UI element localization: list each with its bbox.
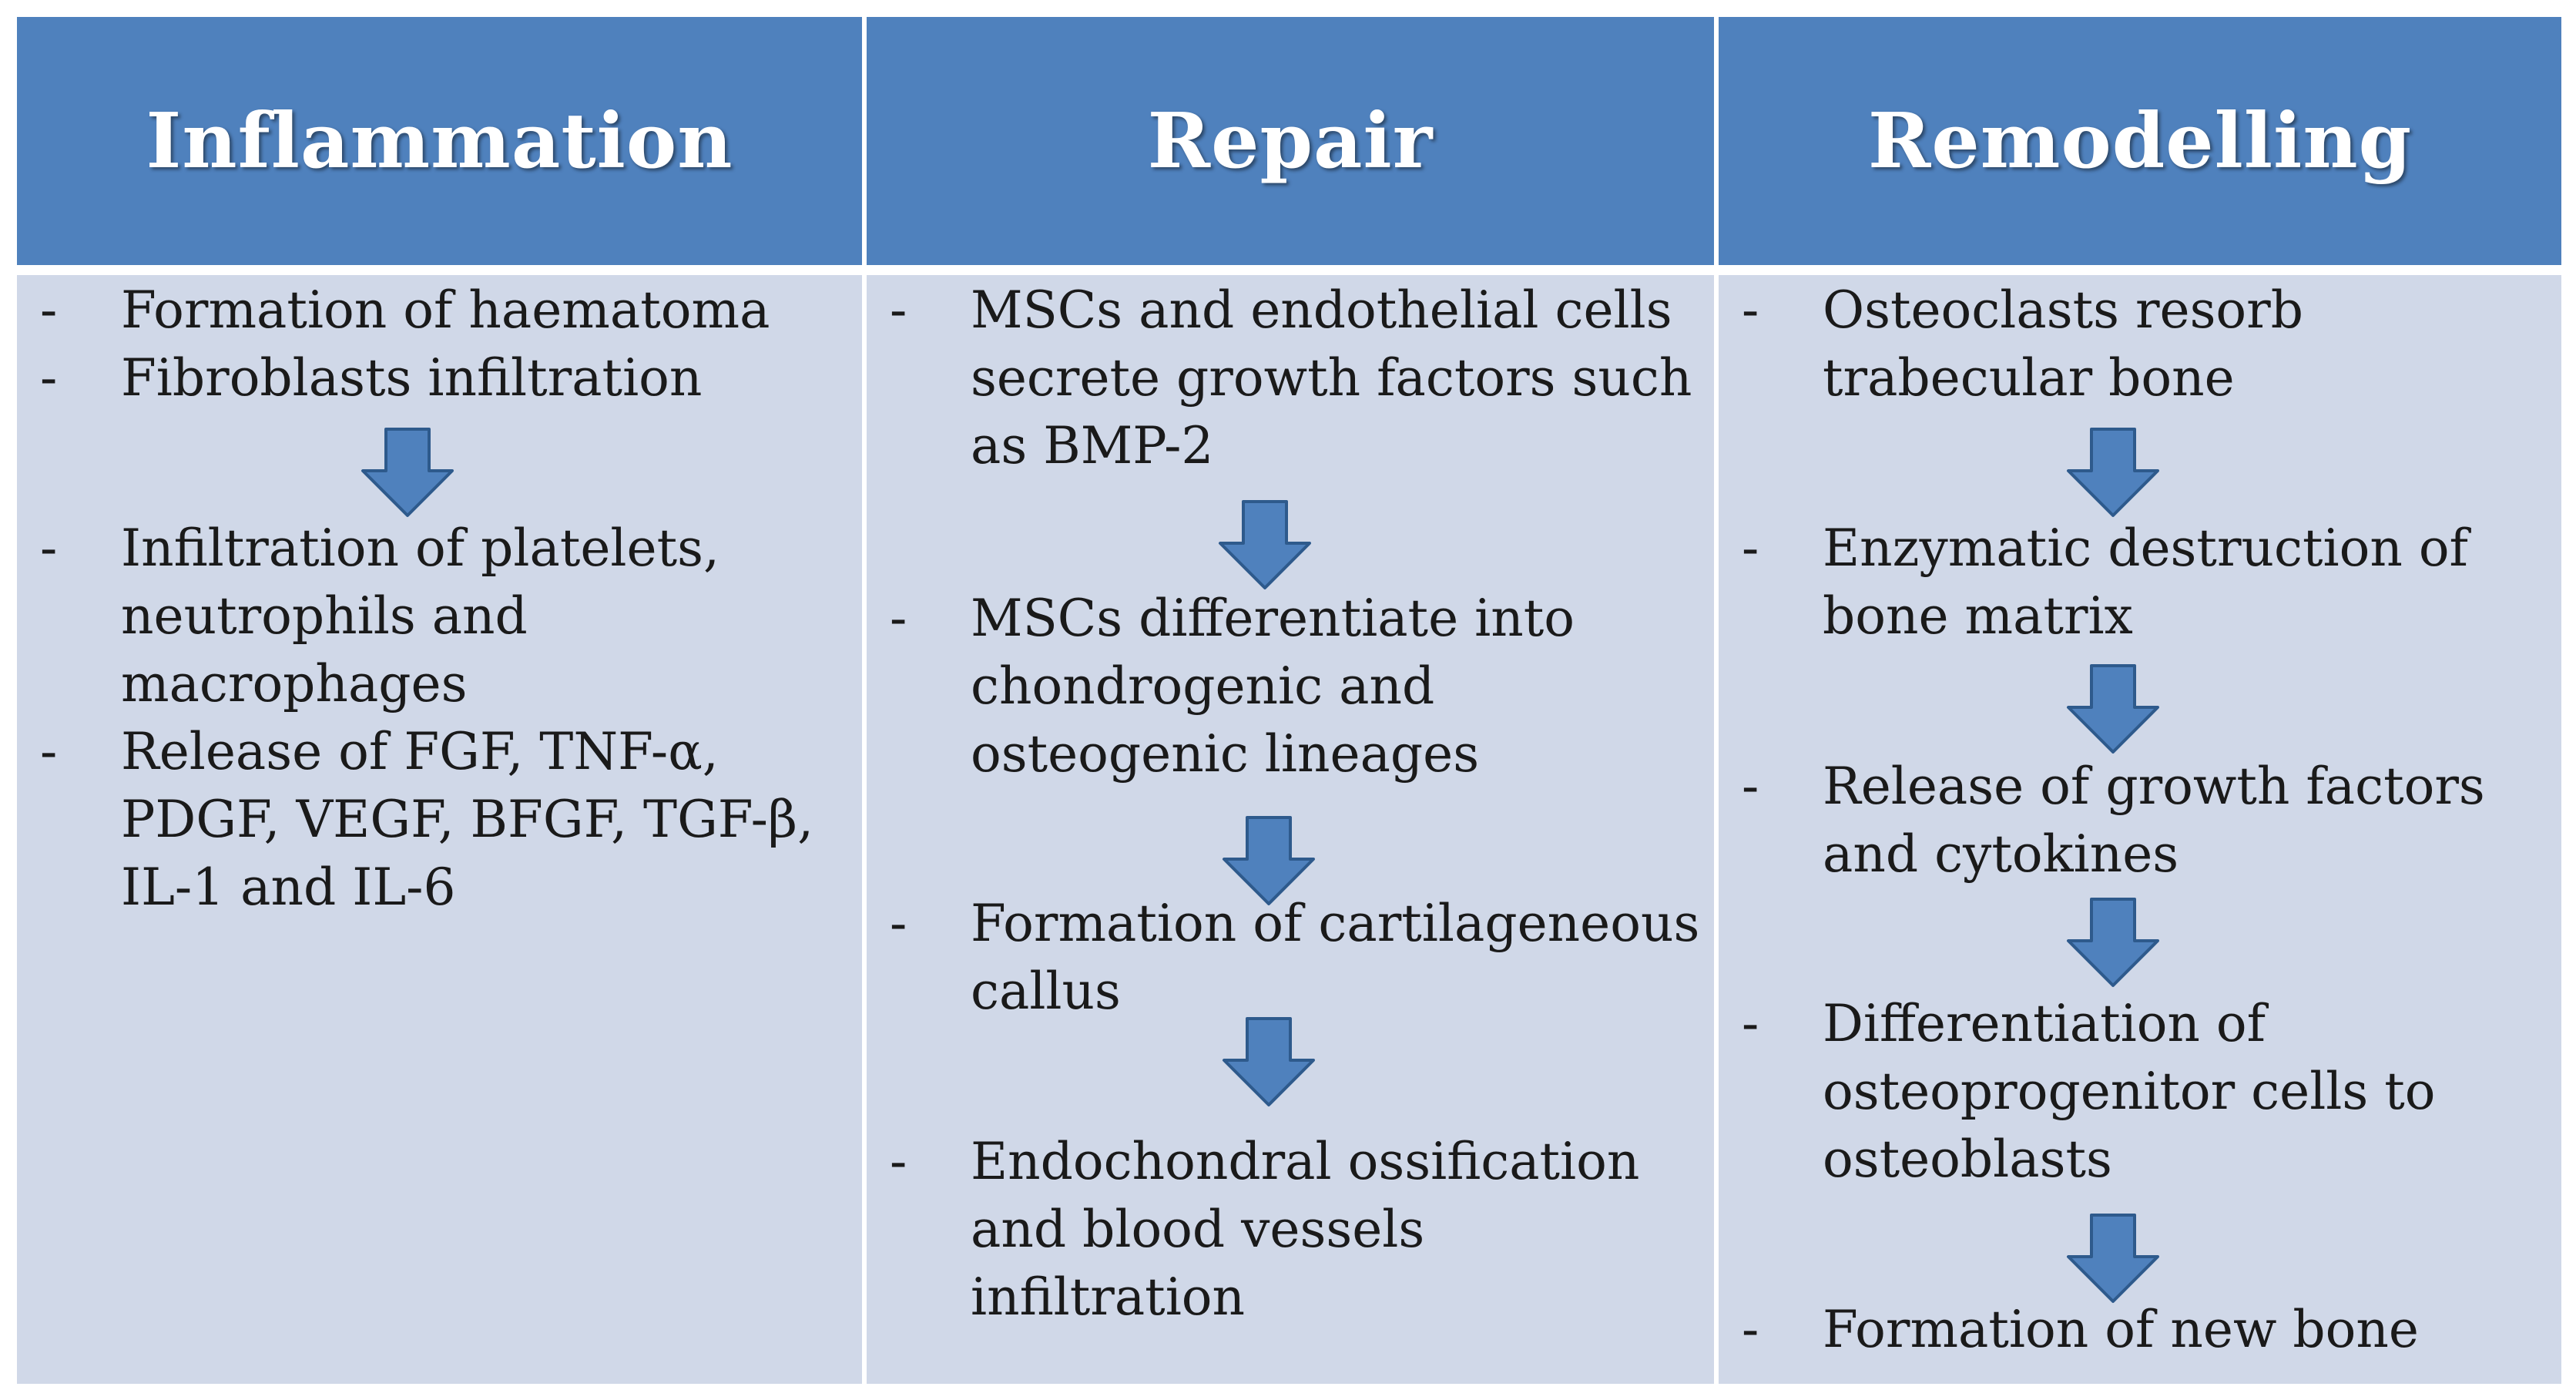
down-arrow-icon <box>1223 1017 1315 1106</box>
remodelling-item-3: Release of growth factors and cytokines <box>1823 757 2485 884</box>
column-header-inflammation: Inflammation <box>17 17 862 265</box>
bullet-dash: - <box>890 280 907 340</box>
bullet-dash: - <box>1742 1300 1759 1359</box>
bullet-dash: - <box>40 348 58 408</box>
remodelling-item-2: Enzymatic destruction of bone matrix <box>1823 519 2468 646</box>
remodelling-item-1: Osteoclasts resorb trabecular bone <box>1823 280 2303 408</box>
inflammation-item-4: Release of FGF, TNF-α, PDGF, VEGF, BFGF,… <box>121 722 814 917</box>
remodelling-item-5: Formation of new bone <box>1823 1300 2419 1359</box>
repair-item-1: MSCs and endothelial cells secrete growt… <box>971 280 1692 475</box>
repair-column: - MSCs and endothelial cells secrete gro… <box>867 275 1714 1384</box>
bullet-dash: - <box>890 894 907 953</box>
remodelling-column: - Osteoclasts resorb trabecular bone - E… <box>1719 275 2561 1384</box>
down-arrow-icon <box>2067 898 2159 987</box>
repair-item-3: Formation of cartilageneous callus <box>971 894 1700 1021</box>
bullet-dash: - <box>1742 280 1759 340</box>
bullet-dash: - <box>890 1132 907 1191</box>
down-arrow-icon <box>361 428 454 517</box>
bullet-dash: - <box>1742 994 1759 1053</box>
down-arrow-icon <box>1223 816 1315 905</box>
bullet-dash: - <box>1742 757 1759 816</box>
column-header-remodelling: Remodelling <box>1719 17 2561 265</box>
inflammation-column: - Formation of haematoma - Fibroblasts i… <box>17 275 862 1384</box>
inflammation-item-3: Infiltration of platelets, neutrophils a… <box>121 519 719 713</box>
bullet-dash: - <box>40 519 58 578</box>
down-arrow-icon <box>2067 664 2159 754</box>
inflammation-item-1: Formation of haematoma <box>121 280 770 340</box>
down-arrow-icon <box>2067 1214 2159 1303</box>
bullet-dash: - <box>890 589 907 648</box>
down-arrow-icon <box>2067 428 2159 517</box>
bullet-dash: - <box>40 722 58 781</box>
bone-healing-stages-diagram: Inflammation Repair Remodelling - Format… <box>17 17 2561 1384</box>
bullet-dash: - <box>1742 519 1759 578</box>
repair-item-4: Endochondral ossification and blood vess… <box>971 1132 1640 1327</box>
bullet-dash: - <box>40 280 58 340</box>
remodelling-item-4: Differentiation of osteoprogenitor cells… <box>1823 994 2436 1189</box>
repair-item-2: MSCs differentiate into chondrogenic and… <box>971 589 1575 784</box>
inflammation-item-2: Fibroblasts infiltration <box>121 348 703 408</box>
column-header-repair: Repair <box>867 17 1714 265</box>
down-arrow-icon <box>1219 500 1311 589</box>
